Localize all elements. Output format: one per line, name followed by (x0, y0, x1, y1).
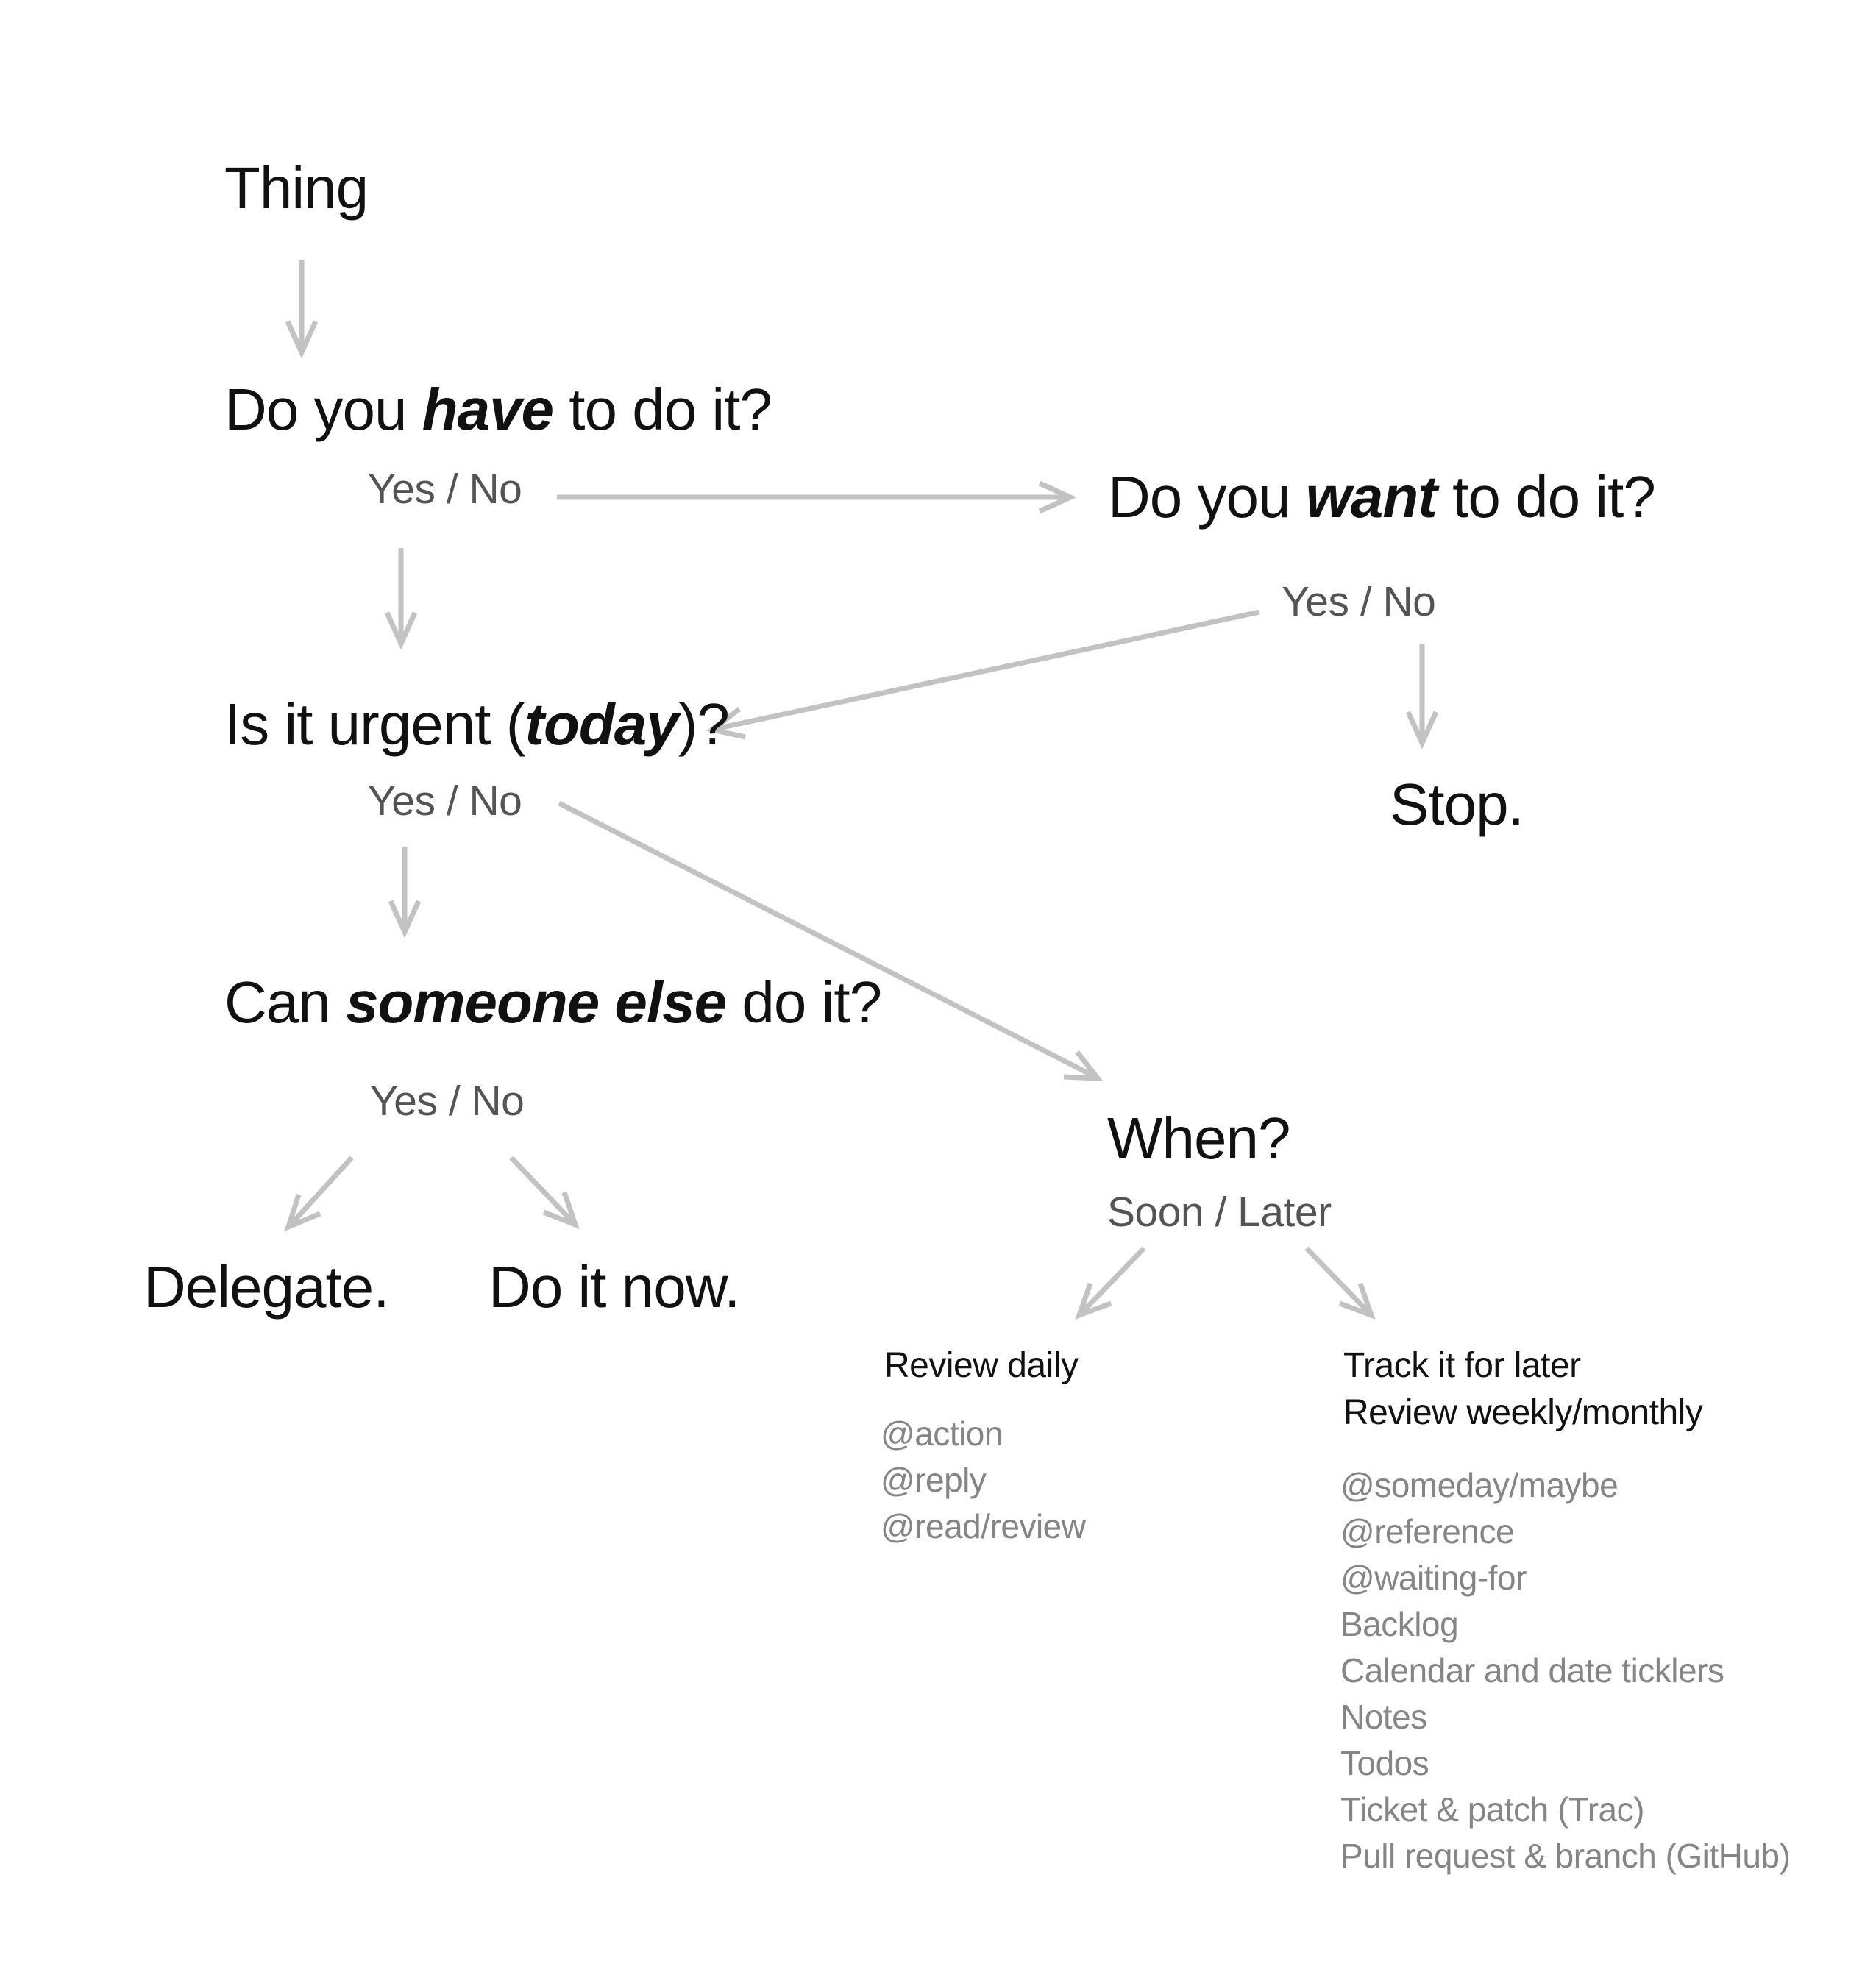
node-delegate: Delegate. (143, 1254, 389, 1320)
arrow-thing-to-have (285, 260, 319, 359)
question-have-post: to do it? (553, 377, 772, 442)
branch-label-urgent-yes-no: Yes / No (368, 777, 522, 825)
arrow-want-to-stop (1405, 644, 1439, 750)
node-thing: Thing (224, 155, 369, 221)
arrow-have-to-urgent (384, 548, 418, 650)
branch-label-want-yes-no: Yes / No (1282, 578, 1436, 625)
arrow-urgent-to-someone (388, 847, 422, 939)
arrow-someone-to-do-it-now (509, 1156, 580, 1230)
node-question-have: Do you have to do it? (224, 380, 772, 439)
question-have-pre: Do you (224, 377, 422, 442)
question-want-pre: Do you (1108, 464, 1306, 530)
question-urgent-emphasis: today (525, 691, 678, 757)
question-someone-emphasis: someone else (345, 969, 727, 1035)
arrow-have-to-want (557, 480, 1077, 514)
branch-label-soon-later: Soon / Later (1107, 1189, 1332, 1236)
review-daily-title: Review daily (884, 1346, 1079, 1385)
arrow-someone-to-delegate (284, 1156, 354, 1232)
question-urgent-post: )? (678, 691, 730, 757)
arrow-want-to-urgent (706, 609, 1260, 740)
arrow-urgent-to-when (558, 800, 1104, 1081)
arrow-when-to-track-later (1304, 1246, 1376, 1320)
track-for-later-context-list: @someday/maybe @reference @waiting-for B… (1340, 1466, 1791, 1875)
question-someone-pre: Can (224, 969, 346, 1035)
question-want-emphasis: want (1305, 464, 1438, 530)
review-daily-context-list: @action @reply @read/review (881, 1414, 1086, 1545)
branch-label-have-yes-no: Yes / No (368, 466, 522, 513)
track-for-later-title: Track it for later Review weekly/monthly (1343, 1346, 1703, 1432)
question-want-post: to do it? (1436, 464, 1656, 530)
question-someone-post: do it? (726, 969, 882, 1035)
branch-label-someone-yes-no: Yes / No (370, 1078, 525, 1125)
node-question-want: Do you want to do it? (1108, 468, 1656, 527)
node-question-urgent: Is it urgent (today)? (224, 695, 730, 754)
question-have-emphasis: have (422, 377, 554, 442)
node-question-someone-else: Can someone else do it? (224, 973, 882, 1032)
arrow-when-to-review-daily (1075, 1246, 1146, 1320)
node-stop: Stop. (1390, 772, 1524, 837)
node-when: When? (1107, 1106, 1290, 1171)
node-do-it-now: Do it now. (488, 1254, 740, 1320)
question-urgent-pre: Is it urgent ( (224, 691, 525, 757)
